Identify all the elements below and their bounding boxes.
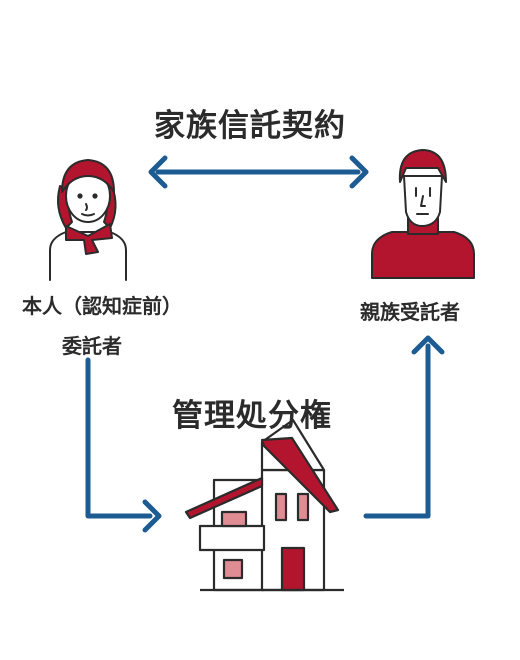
principal-role-label: 委託者 <box>62 334 122 358</box>
management-label: 管理処分権 <box>172 398 332 434</box>
principal-figure <box>49 159 127 281</box>
house-illustration <box>184 418 344 592</box>
trustee-label: 親族受託者 <box>360 300 460 324</box>
property-to-trustee-arrow <box>363 335 445 519</box>
principal-to-property-arrow <box>85 357 162 533</box>
trustee-figure <box>371 149 475 279</box>
principal-label: 本人（認知症前） <box>22 294 182 318</box>
contract-label: 家族信託契約 <box>154 108 346 144</box>
contract-arrow <box>148 155 369 189</box>
